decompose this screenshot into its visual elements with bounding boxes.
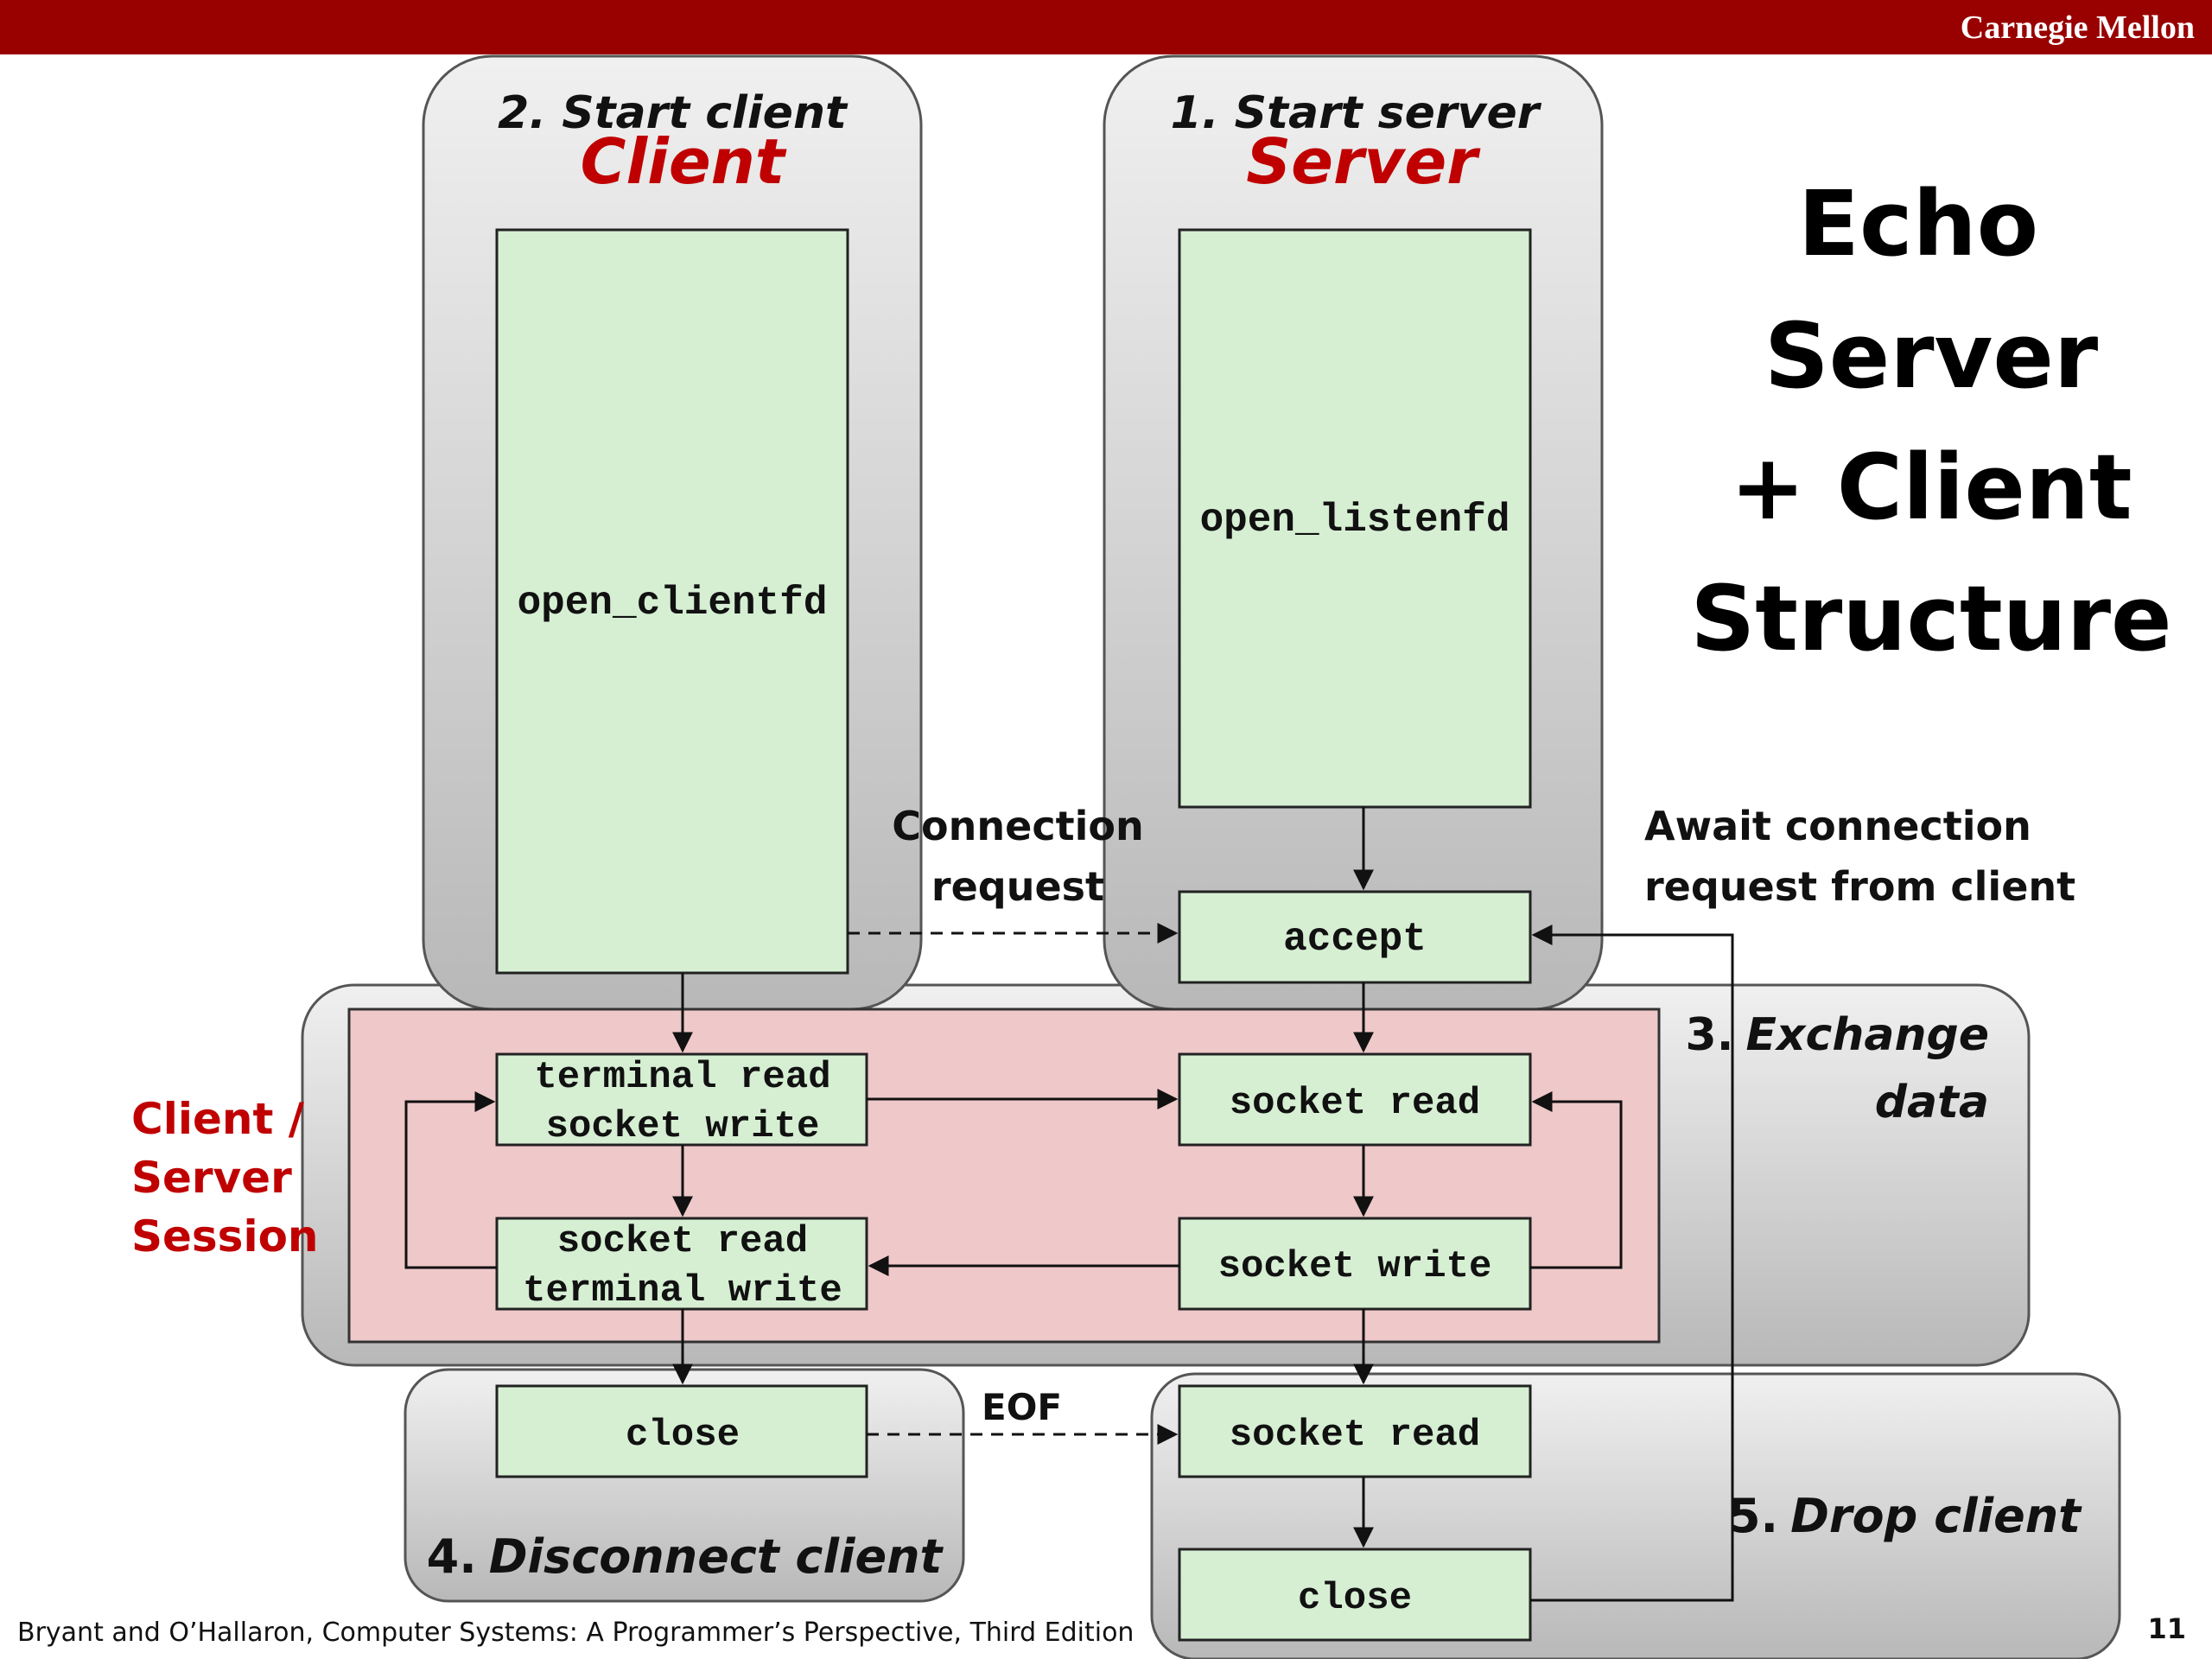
- server-step-label: 1. Start server: [1171, 87, 1542, 139]
- connection-request-line-1: Connection: [892, 803, 1143, 849]
- server-close-label: close: [1298, 1577, 1412, 1620]
- title-line-2: Server: [1764, 303, 2098, 409]
- server-title: Server: [1246, 125, 1481, 198]
- citation: Bryant and O’Hallaron, Computer Systems:…: [17, 1618, 1135, 1648]
- drop-label: 5.Drop client: [1728, 1489, 2082, 1543]
- server-box2-label: socket write: [1218, 1245, 1492, 1288]
- disconnect-label-number: 4.: [427, 1529, 477, 1584]
- open-listenfd-box: [1178, 228, 1532, 809]
- session-label-line-3: Session: [131, 1211, 319, 1262]
- open-clientfd-label: open_clientfd: [518, 581, 828, 626]
- client-box-2: [495, 1217, 868, 1311]
- session-label-line-1: Client /: [131, 1094, 305, 1144]
- eof-label: EOF: [982, 1386, 1062, 1428]
- disconnect-label: 4.Disconnect client: [427, 1529, 944, 1584]
- await-note-line-1: Await connection: [1644, 803, 2031, 849]
- disconnect-label-text: Disconnect client: [489, 1529, 944, 1584]
- header-bar: Carnegie Mellon: [0, 0, 2212, 54]
- exchange-label-line-1: 3.Exchange: [1686, 1009, 1989, 1061]
- brand-name: Carnegie Mellon: [1960, 10, 2195, 46]
- client-close-label: close: [626, 1414, 740, 1457]
- page-number: 11: [2147, 1612, 2186, 1645]
- open-clientfd-box: [495, 228, 849, 975]
- client-box2-line-2: terminal write: [523, 1269, 842, 1313]
- title-line-1: Echo: [1798, 171, 2038, 276]
- await-note-line-2: request from client: [1644, 863, 2075, 910]
- connection-request-line-2: request: [931, 863, 1104, 910]
- server-box1-label: socket read: [1230, 1082, 1480, 1125]
- client-box1-line-2: socket write: [546, 1105, 820, 1148]
- client-loop-arrow: [404, 1091, 497, 1269]
- exchange-label-text: Exchange: [1745, 1009, 1989, 1061]
- drop-label-text: Drop client: [1790, 1489, 2082, 1543]
- drop-socket-read-box: [1178, 1384, 1532, 1478]
- exchange-label-number: 3.: [1686, 1009, 1734, 1061]
- accept-label: accept: [1283, 917, 1427, 962]
- open-listenfd-label: open_listenfd: [1200, 498, 1510, 543]
- client-title: Client: [581, 125, 787, 198]
- drop-socket-read-label: socket read: [1230, 1414, 1480, 1457]
- client-step-label: 2. Start client: [498, 87, 849, 139]
- server-box-2: [1178, 1217, 1532, 1311]
- accept-box: [1178, 890, 1532, 984]
- title-line-4: Structure: [1690, 566, 2171, 671]
- client-box-1: [495, 1052, 868, 1147]
- title-line-3: + Client: [1730, 435, 2132, 540]
- client-close-box: [495, 1384, 868, 1478]
- close-to-accept-loop-arrow: [1530, 925, 1734, 1602]
- exchange-label-line-2: data: [1875, 1077, 1989, 1128]
- session-label-line-2: Server: [131, 1153, 292, 1203]
- server-box-1: [1178, 1052, 1532, 1147]
- client-box1-line-1: terminal read: [534, 1056, 830, 1099]
- server-loop-arrow: [1530, 1091, 1623, 1269]
- client-box2-line-1: socket read: [557, 1220, 808, 1263]
- drop-label-number: 5.: [1728, 1489, 1778, 1543]
- server-close-box: [1178, 1548, 1532, 1642]
